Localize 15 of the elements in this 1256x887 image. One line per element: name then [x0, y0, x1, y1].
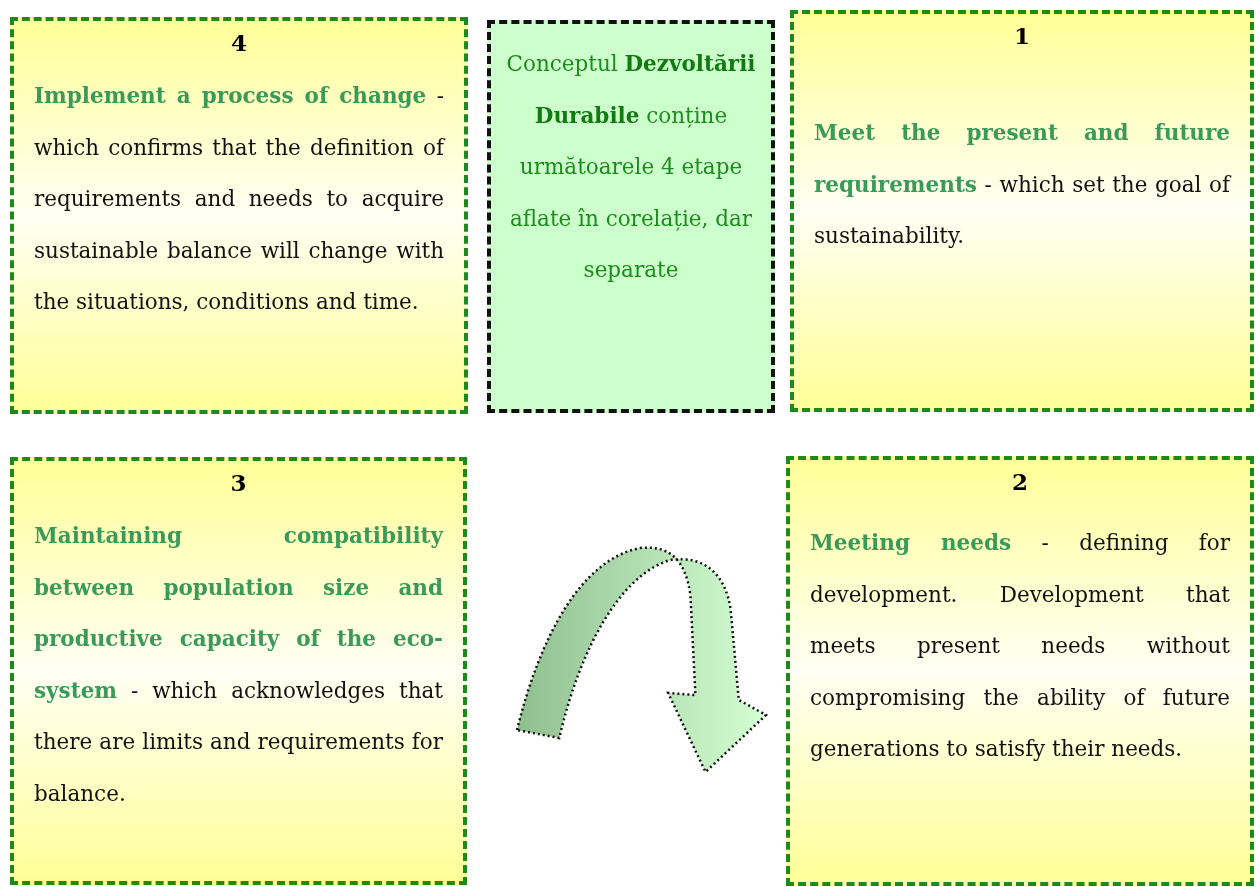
stage-box	[786, 456, 1254, 886]
stage-number: 3	[229, 469, 248, 496]
stage-description: Meet the present and future requirements - which set the goal of sustainability.	[814, 119, 1230, 250]
stage-box	[10, 457, 467, 885]
stage-number: 1	[1013, 22, 1031, 49]
concept-box	[487, 20, 775, 413]
stage-description: Conceptul Dezvoltării Durabile conține următoarele 4 etape aflate în corelație, dar separate	[505, 50, 757, 284]
stage-box	[790, 10, 1254, 412]
stage-box	[10, 17, 468, 414]
stage-description: Maintaining compatibility between population size and productive capacity of the eco-system - which acknowledges that there are limits and requirements for balance.	[34, 522, 443, 808]
stage-description: Meeting needs - defining for development. Development that meets present needs without compromising the ability of future generations to satisfy their needs.	[810, 529, 1230, 763]
stage-number: 4	[230, 29, 248, 56]
curved-arrow	[515, 546, 768, 774]
stage-description: Implement a process of change - which confirms that the definition of requirements and needs to acquire sustainable balance will change with the situations, conditions and time.	[34, 82, 444, 316]
stage-number: 2	[1011, 468, 1029, 495]
